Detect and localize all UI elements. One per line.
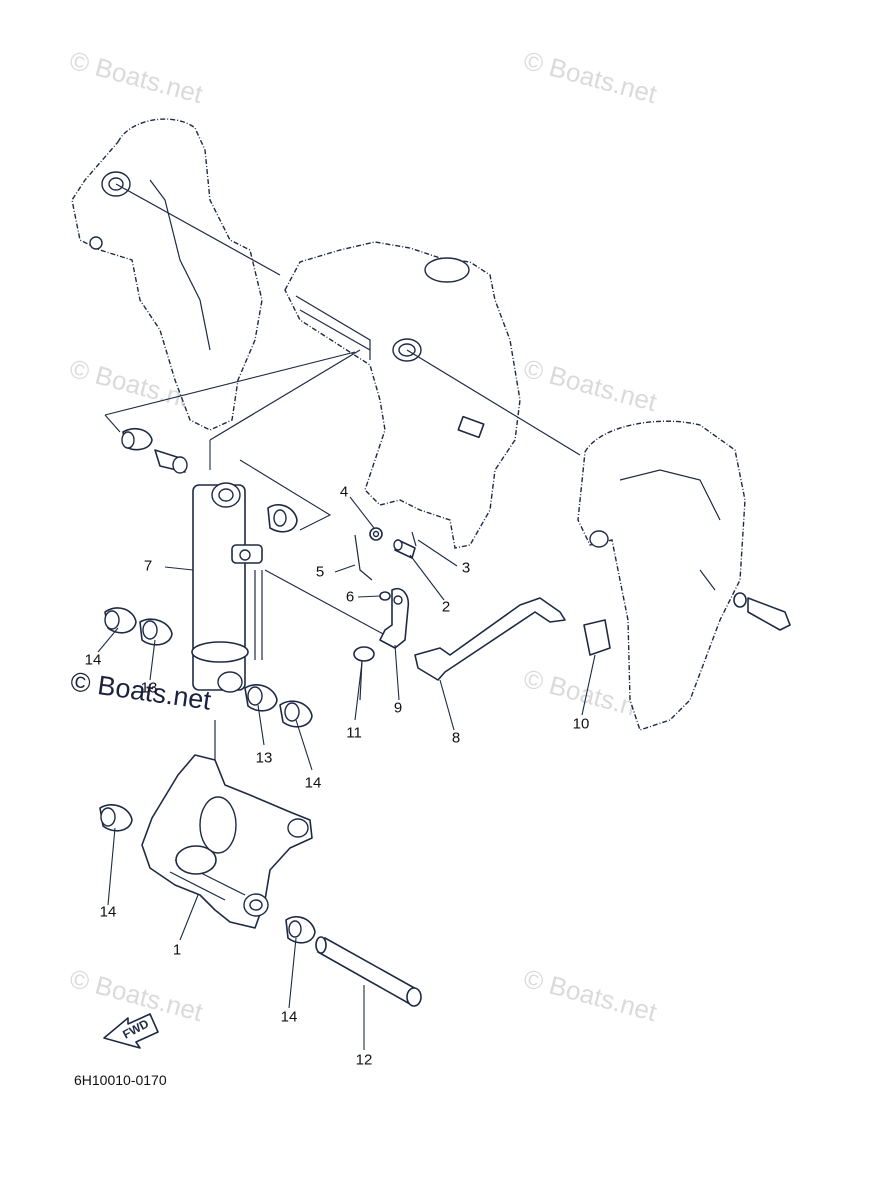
nut-part-4 [369,527,383,541]
callout-13: 13 [255,749,273,767]
bolt-part-11 [353,646,375,701]
callout-13: 13 [140,679,158,697]
lever-part-9 [379,588,410,649]
callout-4: 4 [339,483,349,501]
bushing-part-13 [139,618,173,646]
right-clamp-bracket [577,420,746,731]
callout-14: 14 [304,774,322,792]
callout-5: 5 [315,563,325,581]
callout-1: 1 [172,941,182,959]
bushing-part-14 [104,607,137,634]
lever-arm-part-8 [414,597,566,681]
callout-12: 12 [355,1051,373,1069]
leader-lines [97,496,596,1050]
bushing-part-14 [99,804,133,832]
bolt [733,592,791,631]
callout-6: 6 [345,588,355,606]
pad-part-10 [583,619,611,656]
bushing-part-14 [285,916,316,944]
callout-2: 2 [441,598,451,616]
bushing [121,428,153,451]
callout-14: 14 [84,651,102,669]
bushing-part-13 [244,684,278,712]
callout-11: 11 [346,724,362,742]
callout-14: 14 [99,903,117,921]
callout-8: 8 [451,729,461,747]
collar-part-2 [393,539,416,559]
shaft-part-12 [315,936,422,1007]
diagram-code: 6H10010-0170 [74,1072,167,1088]
left-clamp-bracket [71,118,263,431]
callout-7: 7 [143,557,153,575]
callout-10: 10 [572,715,590,733]
pin-part-3 [411,531,417,547]
bushing [154,449,188,474]
clip-part-5 [354,534,373,581]
tilt-cylinder [191,482,263,693]
callout-9: 9 [393,699,403,717]
callout-14: 14 [280,1008,298,1026]
callout-3: 3 [461,559,471,577]
bracket-part-1 [141,754,313,929]
bushing-part-14 [279,700,313,728]
fwd-arrow-icon [103,1013,159,1049]
swivel-bracket [284,241,521,549]
washer-part-6 [379,591,391,601]
bushing [267,504,298,533]
